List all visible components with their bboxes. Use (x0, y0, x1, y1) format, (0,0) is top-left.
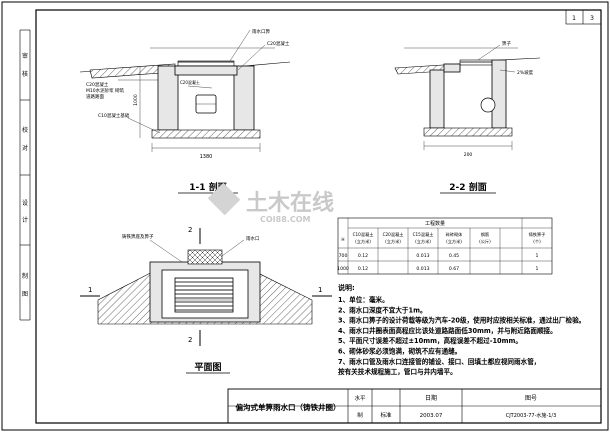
plan-label-inlet: 雨水口 (246, 235, 260, 242)
note-item: 1、单位：毫米。 (338, 295, 389, 304)
margin-label-1: 审 (22, 52, 28, 60)
margin-label-4: 对 (22, 144, 28, 152)
quantity-cell-r0-c4: 0.45 (449, 253, 459, 259)
section-1-1: 1380 1000 雨水口箅 C20混凝土 C20混凝土 M10水泥砂浆 砌筑 … (79, 28, 291, 194)
margin-label-6: 计 (22, 216, 28, 224)
drawing-title: 偏沟式单箅雨水口（铸铁井圈） (236, 402, 341, 412)
quantity-header-6: (个) (533, 239, 541, 244)
quantity-cell-r1-c1: 0.12 (358, 266, 368, 272)
quantity-table-rows: 700 0.12 0.013 0.45 1 1000 0.12 0.013 0.67 1 (337, 253, 538, 272)
margin-label-5: 设 (22, 199, 28, 207)
sec11-grate (177, 60, 235, 67)
watermark: 土木在线 COI88.COM (207, 182, 334, 224)
plan-marker-2-top: 2 (188, 226, 192, 234)
note-item: 3、雨水口箅子的设计荷载等级为汽车-20级，使用时应按相关标准，通过出厂检验。 (338, 316, 585, 325)
margin-label-2: 核 (22, 70, 28, 78)
quantity-cell-r0-c0: 700 (339, 253, 348, 259)
sec11-right-wall (233, 65, 255, 131)
quantity-header-4: (立方米) (446, 238, 462, 245)
sec11-base (151, 129, 261, 139)
quantity-header-1: C10混凝土 (353, 231, 374, 238)
title-block: 偏沟式单箅雨水口（铸铁井圈） 水平 日期 图号 制 标准 2003.07 CJT… (227, 388, 602, 424)
quantity-header-5: 钢筋 (481, 231, 489, 238)
margin-label-8: 图 (22, 291, 28, 298)
plan-marker-2-bottom: 2 (188, 336, 192, 344)
sec22-title: 2-2 剖面 (449, 181, 486, 193)
sec22-grate (459, 59, 493, 66)
quantity-header-2: (立方米) (385, 238, 401, 245)
sec11-label-bottom: C10混凝土基础 (98, 112, 130, 119)
quantity-table-title: 工程数量 (425, 220, 445, 227)
sec11-width-dim: 1380 (200, 154, 213, 160)
sec11-label-left2: M10水泥砂浆 砌筑 (86, 87, 125, 94)
note-item: 7、雨水口管及雨水口连接管的铺设、接口、回填土都应视同雨水管， (338, 357, 540, 366)
note-item: 4、雨水口井圈表面高程应比该处道路路面低30mm，并与附近路面顺接。 (338, 326, 557, 335)
tb-r2-c1: 制 (357, 411, 363, 419)
plan-label-frame: 铸铁箅座及箅子 (122, 233, 154, 240)
sec11-height-dim: 1000 (133, 94, 139, 106)
sheet-count: 1 (572, 15, 576, 22)
quantity-header-4: 碎砖砌体 (446, 231, 464, 238)
quantity-header-3: C15混凝土 (413, 231, 434, 238)
note-item: 按有关技术规程施工，管口与井内墙平。 (338, 367, 457, 376)
margin-label-3: 校 (22, 126, 28, 134)
notes-block: 说明: 1、单位：毫米。2、雨水口深度不宜大于1m。 3、雨水口箅子的设计荷载等级… (338, 283, 585, 376)
quantity-header-6: 铸铁箅子 (529, 231, 546, 238)
tb-r1-c1: 水平 (354, 394, 366, 402)
plan-grate (174, 277, 234, 313)
note-item: 6、砌体砂浆必须饱满，砌筑不应有通缝。 (338, 347, 461, 356)
section-2-2: 200 箅子 2%坡度 2-2 剖面 (394, 40, 541, 194)
quantity-header-1: (立方米) (355, 238, 371, 245)
sec22-label-slope: 2%坡度 (517, 69, 534, 76)
tb-r2-c2: 标准 (380, 411, 392, 419)
quantity-cell-r0-c6: 1 (536, 253, 539, 259)
tb-r2-c4: CJT2003-77-水施-1/3 (506, 412, 557, 419)
quantity-header-0: H (341, 237, 344, 242)
sec11-label-grate: 雨水口箅 (252, 28, 270, 35)
sheet-number-box: 1 3 (565, 9, 602, 25)
quantity-table-headers: HC10混凝土(立方米)C20混凝土(立方米)C15混凝土(立方米)碎砖砌体(立… (341, 231, 545, 245)
note-item: 2、雨水口深度不宜大于1m。 (338, 305, 427, 314)
sec11-label-left1: C20混凝土 (86, 81, 109, 88)
quantity-header-5: (公斤) (479, 238, 491, 245)
note-item: 5、平面尺寸误差不超过±10mm，高程误差不超过-10mm。 (338, 336, 522, 345)
tb-r1-c4: 图号 (525, 395, 537, 402)
quantity-cell-r1-c6: 1 (536, 266, 539, 272)
tb-r2-c3: 2003.07 (420, 413, 443, 419)
notes-heading: 说明: (338, 283, 355, 292)
quantity-cell-r0-c3: 0.013 (416, 253, 429, 259)
quantity-cell-r1-c0: 1000 (337, 266, 349, 272)
quantity-cell-r1-c4: 0.67 (449, 266, 459, 272)
sec22-dim: 200 (464, 152, 473, 158)
watermark-text: 土木在线 (246, 190, 334, 216)
quantity-header-3: (立方米) (415, 238, 431, 245)
sec11-label-top-slab: C20混凝土 (267, 40, 290, 47)
plan-title: 平面图 (194, 362, 221, 373)
left-margin-strip: 审 核 校 对 设 计 制 图 (19, 29, 31, 321)
notes-list: 1、单位：毫米。2、雨水口深度不宜大于1m。 3、雨水口箅子的设计荷载等级为汽车-… (338, 295, 585, 376)
tb-r1-c3: 日期 (425, 394, 437, 402)
plan-view: 1 1 2 2 铸铁箅座及箅子 雨水口 平面图 (80, 226, 332, 374)
quantity-table: 工程数量 HC10混凝土(立方米)C20混凝土(立方米)C15混凝土(立方米)碎… (337, 217, 553, 275)
plan-marker-1-right: 1 (318, 286, 322, 294)
sheet-number: 3 (590, 15, 594, 22)
sec11-label-left3: 道路路面 (86, 93, 104, 100)
quantity-cell-r1-c3: 0.013 (416, 266, 429, 272)
margin-label-7: 制 (22, 272, 28, 280)
plan-marker-1-left: 1 (88, 286, 92, 294)
quantity-header-2: C20混凝土 (383, 231, 404, 238)
quantity-cell-r0-c1: 0.12 (358, 253, 368, 259)
sec22-label-grate: 箅子 (502, 40, 511, 47)
watermark-sub: COI88.COM (260, 215, 310, 224)
sec11-label-pipe: C20混凝土 (180, 79, 200, 85)
sec11-left-wall (157, 65, 179, 131)
